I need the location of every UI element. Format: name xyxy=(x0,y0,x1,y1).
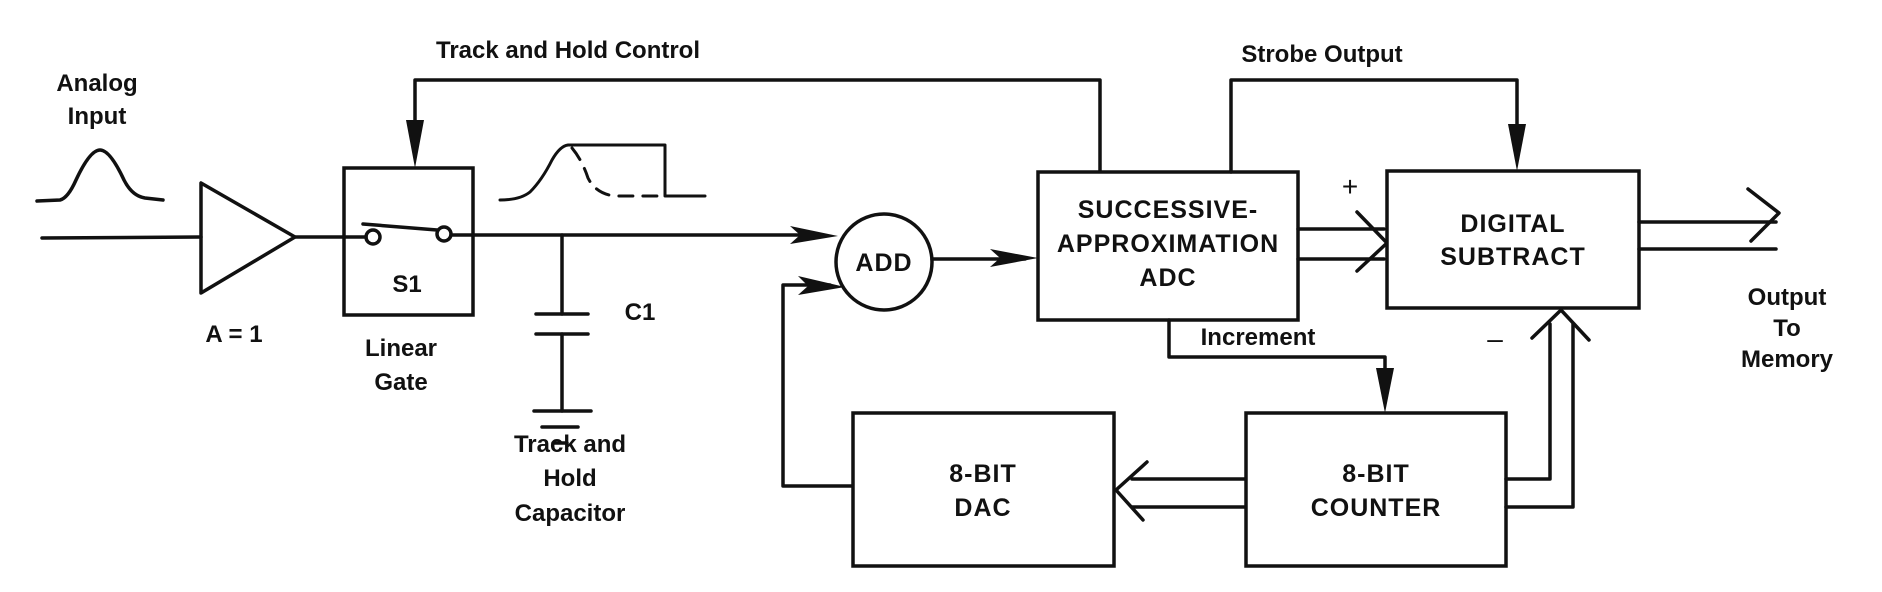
adc-label-line3: ADC xyxy=(1139,264,1196,292)
track-hold-waveform-dashed xyxy=(570,146,667,198)
increment-arrowhead xyxy=(1376,368,1394,413)
counter-label-line2: COUNTER xyxy=(1311,494,1442,522)
adc-block xyxy=(1036,170,1300,322)
strobe-output-wire xyxy=(1229,78,1519,174)
linear-gate-box xyxy=(342,166,475,317)
dac-label-line1: 8-BIT xyxy=(949,460,1017,488)
switch-blade xyxy=(361,222,439,232)
adder-to-adc-arrowhead xyxy=(990,249,1038,267)
adder-label: ADD xyxy=(855,249,912,277)
linear-gate-label-line2: Gate xyxy=(374,369,427,396)
dac-block xyxy=(851,411,1116,568)
output-to-memory-label-line1: Output xyxy=(1748,284,1827,311)
dac-to-adder-wire xyxy=(781,283,855,488)
gate-to-adder-arrowhead xyxy=(790,226,838,244)
analog-input-label-line1: Analog xyxy=(56,70,137,97)
plus-sign-label: + xyxy=(1342,171,1358,202)
digital-subtract-label-line1: DIGITAL xyxy=(1460,210,1565,238)
counter-block xyxy=(1244,411,1508,568)
adc-to-subtract-bus-arrowhead xyxy=(1355,210,1389,273)
input-wire xyxy=(40,235,203,240)
adder-circle xyxy=(834,212,934,312)
strobe-output-label: Strobe Output xyxy=(1241,41,1402,68)
track-hold-capacitor-label-line2: Hold xyxy=(543,465,596,492)
switch-contact-right xyxy=(435,225,453,243)
track-hold-capacitor-label-line3: Capacitor xyxy=(515,500,626,527)
output-to-memory-label-line3: Memory xyxy=(1741,346,1834,373)
track-hold-control-arrowhead xyxy=(406,120,424,168)
analog-input-waveform xyxy=(35,148,165,203)
track-hold-control-label: Track and Hold Control xyxy=(436,37,700,64)
counter-to-dac-bus-arrowhead xyxy=(1114,460,1149,522)
counter-to-subtract-bus-right xyxy=(1504,322,1575,509)
linear-gate-label-line1: Linear xyxy=(365,335,437,362)
track-hold-capacitor-label-line1: Track and xyxy=(514,431,626,458)
switch-contact-left xyxy=(364,228,382,246)
output-bus-arrowhead xyxy=(1746,187,1781,243)
track-hold-control-wire xyxy=(413,78,1102,174)
capacitor-label: C1 xyxy=(625,299,656,326)
minus-sign-label: – xyxy=(1487,323,1503,354)
gain-label: A = 1 xyxy=(205,321,262,348)
dac-label-line2: DAC xyxy=(954,494,1011,522)
switch-label: S1 xyxy=(392,271,421,298)
counter-to-subtract-bus-arrowhead xyxy=(1530,308,1591,342)
strobe-output-arrowhead xyxy=(1508,124,1526,171)
counter-label-line1: 8-BIT xyxy=(1342,460,1410,488)
digital-subtract-label-line2: SUBTRACT xyxy=(1440,243,1586,271)
adc-label-line2: APPROXIMATION xyxy=(1057,230,1279,258)
dac-to-adder-arrowhead xyxy=(798,276,845,295)
track-hold-waveform-solid xyxy=(498,143,707,202)
counter-to-subtract-bus-left xyxy=(1504,322,1552,481)
digital-subtract-block xyxy=(1385,169,1641,310)
analog-input-label-line2: Input xyxy=(68,103,127,130)
increment-label: Increment xyxy=(1201,324,1316,351)
output-to-memory-label-line2: To xyxy=(1773,315,1801,342)
buffer-amplifier xyxy=(199,181,297,295)
adc-label-line1: SUCCESSIVE- xyxy=(1078,196,1258,224)
